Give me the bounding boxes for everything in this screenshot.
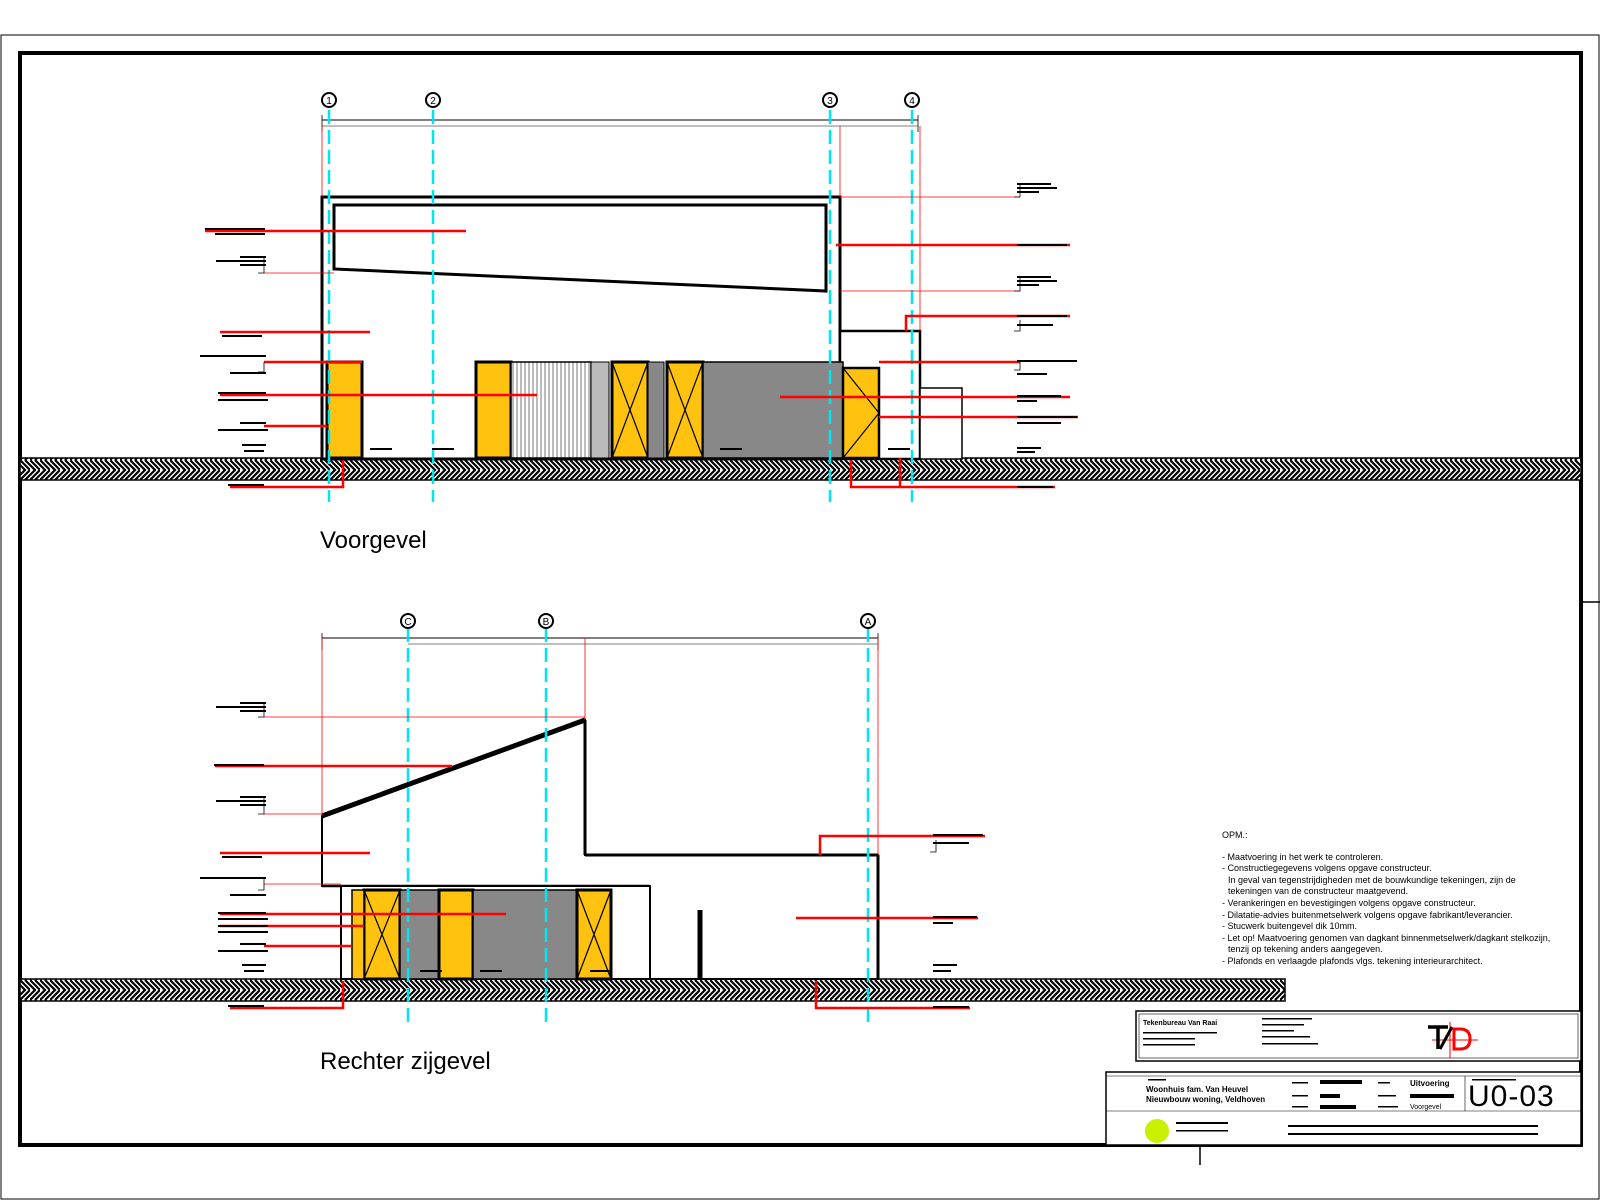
- office-name: Tekenbureau Van Raai: [1143, 1020, 1218, 1027]
- side-elevation: C B A: [19, 613, 1286, 1022]
- project-line-2: Nieuwbouw woning, Veldhoven: [1146, 1095, 1266, 1104]
- note-line: - Plafonds en verlaagde plafonds vlgs. t…: [1222, 955, 1483, 966]
- note-line: - Let op! Maatvoering genomen van dagkan…: [1222, 932, 1551, 943]
- title-block: [1105, 1010, 1582, 1146]
- note-line: - Verankeringen en bevestigingen volgens…: [1222, 897, 1476, 908]
- front-glass-panel: [702, 361, 844, 459]
- tvr-logo: [1428, 1022, 1478, 1058]
- drawing-frame: [18, 51, 1583, 1147]
- side-grid-bubbles: C B A: [400, 613, 876, 629]
- side-elevation-title: Rechter zijgevel: [320, 1048, 491, 1075]
- front-door-left: [325, 360, 364, 460]
- note-line: tekeningen van de constructeur maatgeven…: [1228, 886, 1409, 897]
- notes-heading: OPM.:: [1222, 830, 1248, 840]
- side-glass-panel: [472, 889, 578, 980]
- note-line: In geval van tegenstrijdigheden met de b…: [1228, 874, 1516, 885]
- side-door-centre: [437, 888, 475, 981]
- grid-bubble-a: A: [860, 613, 876, 629]
- grid-bubble-c: C: [400, 613, 416, 629]
- grid-bubble-4: 4: [904, 92, 920, 108]
- svg-text:C: C: [404, 617, 411, 628]
- grid-bubble-3: 3: [822, 92, 838, 108]
- svg-text:2: 2: [430, 96, 436, 107]
- grid-bubble-b: B: [538, 613, 554, 629]
- front-grid-bubbles: 1 2 3 4: [321, 92, 920, 108]
- grid-bubble-1: 1: [321, 92, 337, 108]
- svg-text:A: A: [865, 617, 872, 628]
- project-line-1: Woonhuis fam. Van Heuvel: [1146, 1085, 1249, 1094]
- note-line: - Constructiegegevens volgens opgave con…: [1222, 863, 1432, 874]
- constructor-logo: [1145, 1119, 1169, 1143]
- ground-hatch-front: [19, 457, 1582, 481]
- note-line: tenzij op tekening anders aangegeven.: [1228, 944, 1383, 955]
- svg-text:1: 1: [326, 96, 332, 107]
- front-door-centre: [474, 360, 513, 460]
- note-line: - Stucwerk buitengevel dik 10mm.: [1222, 921, 1358, 932]
- front-elevation: 1 2 3 4: [19, 92, 1582, 502]
- status-value: Uitvoering: [1410, 1079, 1450, 1088]
- svg-text:B: B: [543, 617, 550, 628]
- front-garage-louvre: [510, 361, 592, 459]
- svg-text:3: 3: [827, 96, 833, 107]
- note-line: - Dilatatie-advies buitenmetselwerk volg…: [1222, 909, 1513, 920]
- sheet-outer-border: [0, 34, 1600, 1200]
- general-notes: OPM.: - Maatvoering in het werk te contr…: [1222, 830, 1582, 968]
- sheet-name: Voorgevel: [1410, 1104, 1442, 1111]
- front-sloped-window: [332, 203, 828, 293]
- svg-text:4: 4: [909, 96, 915, 107]
- front-door-right: [841, 366, 881, 460]
- ground-hatch-side: [19, 978, 1286, 1002]
- drawing-number: U0-03: [1468, 1080, 1555, 1113]
- note-line: - Maatvoering in het werk te controleren…: [1222, 851, 1384, 862]
- grid-bubble-2: 2: [425, 92, 441, 108]
- front-elevation-title: Voorgevel: [320, 527, 427, 554]
